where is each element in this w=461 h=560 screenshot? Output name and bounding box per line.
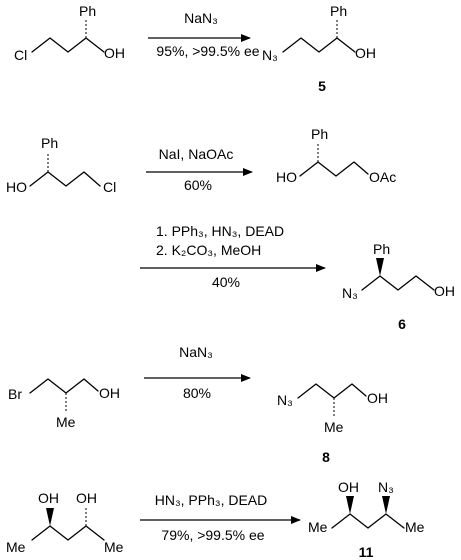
r5-product-oh-label: OH [338,479,359,495]
reaction-2: HO Ph Cl NaI, NaOAc 60% HO Ph OAc [6,126,396,195]
r2-product-ho-label: HO [276,169,297,185]
r1-product-ph-label: Ph [330,3,347,19]
r4-reactant-me-label: Me [56,414,76,430]
r4-product-me-label: Me [324,419,344,435]
reaction-2-reactant: HO Ph Cl [6,135,116,195]
r4-product-oh-label: OH [367,390,388,406]
reaction-5: OH OH Me Me HN₃, PPh₃, DEAD 79%, >99.5% … [6,479,425,560]
r2-reactant-ph-label: Ph [41,135,58,151]
r2-reactant-cl-label: Cl [103,179,116,195]
r5-reactant-oh2-label: OH [76,490,97,506]
r4-product-n3-label: N₃ [277,392,293,408]
r3-product-oh-label: OH [434,283,455,299]
r5-reagent-line-1: HN₃, PPh₃, DEAD [155,492,268,508]
reaction-3-product: N₃ Ph OH 6 [342,241,455,332]
r3-reagent-line-1: 1. PPh₃, HN₃, DEAD [156,223,284,239]
r1-product-oh-label: OH [355,45,376,61]
r3-reagent-line-2: 2. K₂CO₃, MeOH [156,242,261,258]
r1-reactant-ph-label: Ph [79,3,96,19]
r1-reactant-cl-label: Cl [14,47,27,63]
reaction-5-reactant: OH OH Me Me [6,490,124,555]
r5-product-n3-label: N₃ [378,479,394,495]
r3-product-ph-label: Ph [373,241,390,257]
r2-yield-text: 60% [184,177,212,193]
reaction-4: Br OH Me NaN₃ 80% N₃ OH Me 8 [8,344,388,465]
reaction-1-reactant: Cl Ph OH [14,3,125,63]
r3-yield-text: 40% [212,274,240,290]
r2-product-ph-label: Ph [311,126,328,142]
reaction-1: Cl Ph OH NaN₃ 95%, >99.5% ee N₃ Ph OH 5 [14,3,376,94]
r5-product-me2-label: Me [405,519,425,535]
r1-product-n3-label: N₃ [262,47,278,63]
compound-number-5: 5 [318,78,326,94]
r1-yield-text: 95%, >99.5% ee [156,43,259,59]
r4-reagent-line-1: NaN₃ [179,344,213,360]
r5-product-me1-label: Me [308,519,328,535]
reaction-3: 1. PPh₃, HN₃, DEAD 2. K₂CO₃, MeOH 40% N₃… [140,223,455,332]
reaction-2-product: HO Ph OAc [276,126,396,185]
r5-reactant-oh1-label: OH [38,490,59,506]
r5-yield-text: 79%, >99.5% ee [161,527,264,543]
compound-number-6: 6 [398,316,406,332]
r1-reagent-line-1: NaN₃ [184,10,218,26]
compound-number-8: 8 [322,449,330,465]
reaction-5-product: OH N₃ Me Me 11 [308,479,425,560]
r3-product-n3-label: N₃ [342,285,358,301]
reaction-1-product: N₃ Ph OH 5 [262,3,376,94]
r2-reagent-line-1: NaI, NaOAc [159,146,234,162]
compound-number-11: 11 [359,544,374,560]
r1-reactant-oh-label: OH [104,45,125,61]
r2-product-oac-label: OAc [369,169,396,185]
r4-yield-text: 80% [183,385,211,401]
r4-reactant-oh-label: OH [99,385,120,401]
r5-reactant-me1-label: Me [6,539,26,555]
r4-reactant-br-label: Br [8,386,22,402]
r2-reactant-ho-label: HO [6,179,27,195]
reaction-4-reactant: Br OH Me [8,378,120,430]
r5-reactant-me2-label: Me [104,539,124,555]
reaction-4-product: N₃ OH Me 8 [277,383,388,465]
